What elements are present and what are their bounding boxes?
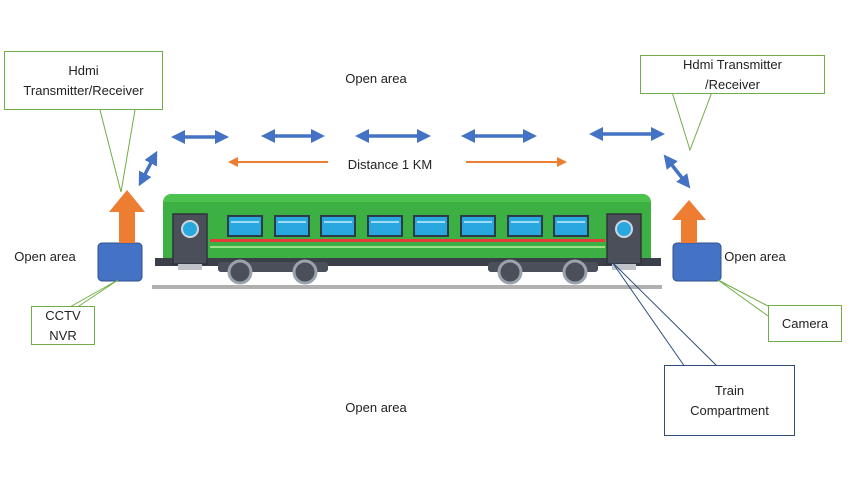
wheel [562, 259, 588, 285]
signal-arrow [138, 150, 158, 187]
train-underframe [155, 258, 661, 266]
hdmi-left-callout: Hdmi Transmitter/Receiver [4, 51, 163, 110]
pointer-camera [717, 279, 769, 317]
train-window [460, 215, 496, 237]
wheel [497, 259, 523, 285]
signal-arrows [138, 127, 691, 189]
train-car [155, 194, 661, 285]
train-window [274, 215, 310, 237]
wheel [227, 259, 253, 285]
train-window [507, 215, 543, 237]
train-window [413, 215, 449, 237]
right-bogie [488, 259, 598, 285]
coupler-left [178, 264, 202, 270]
distance-arrow-left-head [228, 157, 238, 167]
train-compartment-callout: Train Compartment [664, 365, 795, 436]
open-area-bottom-label: Open area [345, 400, 407, 415]
left-bogie [218, 259, 328, 285]
distance-arrow-right-head [557, 157, 567, 167]
train-window [227, 215, 263, 237]
pointer-hdmi-left [99, 109, 136, 193]
open-area-left-label: Open area [14, 249, 76, 264]
train-stripe-2 [210, 246, 605, 248]
left-door-window [181, 220, 199, 238]
train-window [367, 215, 403, 237]
pointer-train-compartment [611, 261, 719, 368]
right-door-window [615, 220, 633, 238]
signal-arrow [663, 154, 691, 189]
left-up-arrow [109, 190, 145, 243]
distance-label: Distance 1 KM [347, 157, 433, 172]
hdmi-right-callout: Hdmi Transmitter /Receiver [640, 55, 825, 94]
open-area-top-label: Open area [345, 71, 407, 86]
pointer-cctv [67, 279, 119, 309]
right-up-arrow [672, 200, 706, 243]
cctv-nvr-callout: CCTV NVR [31, 306, 95, 345]
camera-callout: Camera [768, 305, 842, 342]
coupler-right [612, 264, 636, 270]
train-stripe [210, 239, 605, 242]
train-windows [227, 215, 589, 237]
pointer-hdmi-right [671, 91, 713, 152]
distance-arrows [228, 157, 567, 167]
train-window [553, 215, 589, 237]
open-area-right-label: Open area [724, 249, 786, 264]
left-device-box [97, 242, 143, 282]
wheel [292, 259, 318, 285]
train-window [320, 215, 356, 237]
